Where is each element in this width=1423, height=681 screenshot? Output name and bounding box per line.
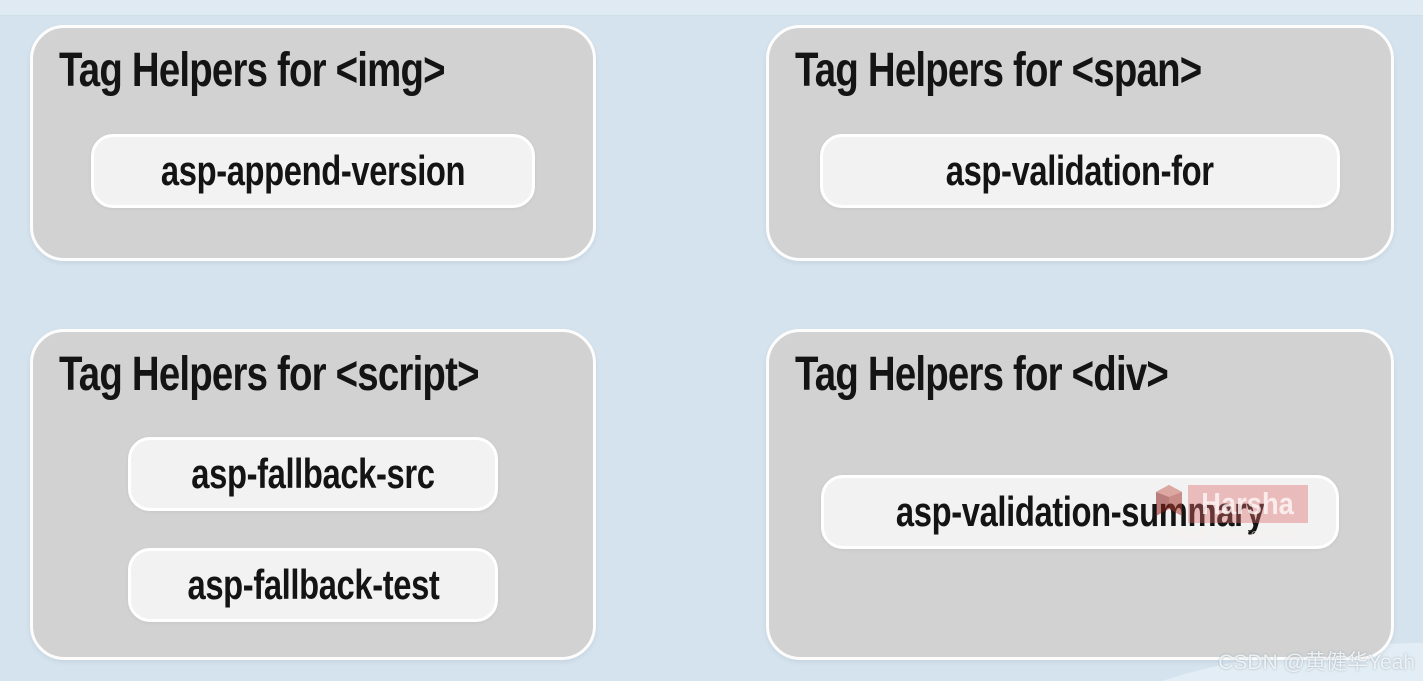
card-span-tag-helpers: Tag Helpers for <span> asp-validation-fo… [766, 25, 1394, 261]
card-div-tag-helpers: Tag Helpers for <div> asp-validation-sum… [766, 329, 1394, 660]
card-span-title-text: Tag Helpers for <span> [795, 44, 1202, 97]
helper-label: asp-fallback-test [187, 561, 439, 608]
helper-label: asp-append-version [160, 147, 466, 194]
card-script-title-text: Tag Helpers for <script> [59, 348, 479, 401]
card-span-title: Tag Helpers for <span> [795, 43, 1391, 98]
helper-pill-asp-validation-summary: asp-validation-summary [821, 475, 1339, 549]
card-img-title: Tag Helpers for <img> [59, 43, 593, 98]
helper-label: asp-validation-for [946, 147, 1214, 194]
csdn-watermark: CSDN @黄健华Yeah [1218, 651, 1415, 674]
helper-pill-asp-fallback-test: asp-fallback-test [128, 548, 498, 622]
card-div-title: Tag Helpers for <div> [795, 347, 1391, 402]
card-script-tag-helpers: Tag Helpers for <script> asp-fallback-sr… [30, 329, 596, 660]
card-div-title-text: Tag Helpers for <div> [795, 348, 1169, 401]
background-top-strip [0, 0, 1423, 16]
card-img-tag-helpers: Tag Helpers for <img> asp-append-version [30, 25, 596, 261]
helper-pill-asp-fallback-src: asp-fallback-src [128, 437, 498, 511]
card-img-title-text: Tag Helpers for <img> [59, 44, 446, 97]
helper-label: asp-validation-summary [895, 488, 1265, 535]
helper-pill-asp-append-version: asp-append-version [91, 134, 535, 208]
helper-label: asp-fallback-src [191, 450, 435, 497]
helper-pill-asp-validation-for: asp-validation-for [820, 134, 1340, 208]
card-script-title: Tag Helpers for <script> [59, 347, 593, 402]
